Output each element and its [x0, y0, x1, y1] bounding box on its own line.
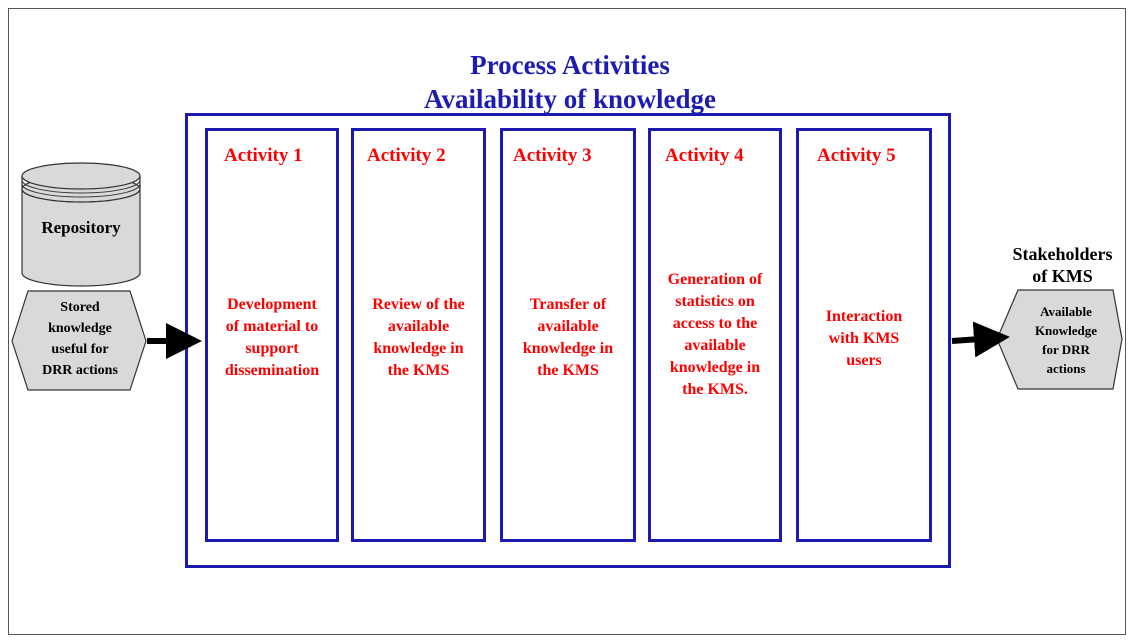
activity-label-3: Activity 3	[513, 145, 592, 166]
available-knowledge-hexagon	[996, 289, 1123, 390]
repository-label: Repository	[41, 218, 121, 237]
activity-label-2: Activity 2	[367, 145, 446, 166]
available-knowledge-text: Available Knowledge for DRR actions	[1034, 304, 1098, 376]
stored-knowledge-hexagon	[11, 290, 147, 391]
arrow-right-icon	[951, 321, 1010, 358]
database-cylinder-icon	[21, 162, 141, 287]
activity-box-2: Activity 2 Review of the available knowl…	[351, 128, 486, 542]
activity-description-1: Development of material to support disse…	[224, 296, 320, 379]
activity-description-4: Generation of statistics on access to th…	[667, 271, 763, 398]
activity-label-4: Activity 4	[665, 145, 744, 166]
activity-label-1: Activity 1	[224, 145, 303, 166]
stakeholders-label: Stakeholders of KMS	[1012, 244, 1113, 286]
activity-description-2: Review of the available knowledge in the…	[372, 296, 465, 379]
activity-box-1: Activity 1 Development of material to su…	[205, 128, 339, 542]
stored-knowledge-text: Stored knowledge useful for DRR actions	[42, 300, 118, 378]
diagram-title-line1: Process Activities	[470, 50, 670, 80]
activity-label-5: Activity 5	[817, 145, 896, 166]
diagram-title-line2: Availability of knowledge	[423, 84, 717, 114]
activity-description-5: Interaction with KMS users	[825, 308, 903, 369]
activity-box-4: Activity 4 Generation of statistics on a…	[648, 128, 782, 542]
activity-description-3: Transfer of available knowledge in the K…	[522, 296, 614, 379]
activity-box-5: Activity 5 Interaction with KMS users	[796, 128, 932, 542]
activity-box-3: Activity 3 Transfer of available knowled…	[500, 128, 636, 542]
